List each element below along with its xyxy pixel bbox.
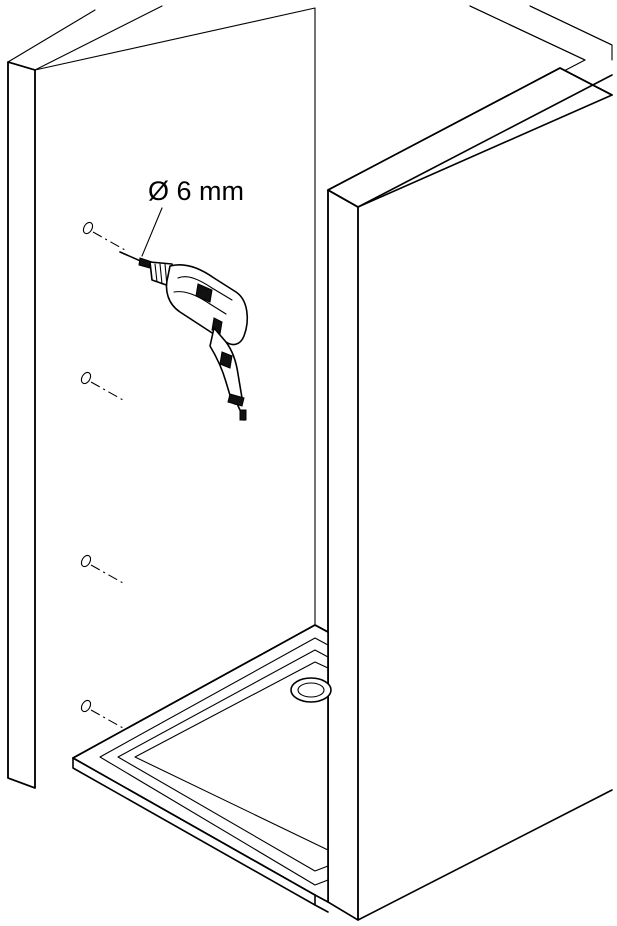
hole-marker-icon xyxy=(82,221,126,251)
left-wall-side-face xyxy=(7,61,36,789)
drill-vent xyxy=(195,283,213,303)
drill-diameter-label: Ø 6 mm xyxy=(148,176,244,206)
drain-outer xyxy=(290,677,332,703)
drill-body xyxy=(165,263,249,346)
ceiling-panel-outer xyxy=(529,5,613,61)
hole-marker-icon xyxy=(80,699,124,729)
drain-inner xyxy=(297,682,325,698)
right-wall-top-face xyxy=(327,67,613,208)
leader-line xyxy=(141,207,163,257)
back-wall-top xyxy=(34,7,316,71)
drill-holes xyxy=(80,221,126,729)
ceiling-edge-left xyxy=(7,9,96,63)
hole-marker-icon xyxy=(80,371,124,401)
ceiling-edge-left-inner xyxy=(34,5,163,71)
diameter-annotation: Ø 6 mm xyxy=(141,176,244,257)
hole-marker-icon xyxy=(80,554,124,584)
shower-tray xyxy=(72,624,332,913)
drain-icon xyxy=(290,677,332,703)
drill-cord-guard xyxy=(239,409,247,421)
tray-basin-inner xyxy=(134,661,329,851)
drill-handle-base xyxy=(227,393,245,407)
tray-top-front-line xyxy=(72,757,316,896)
right-wall-top-back xyxy=(327,67,613,191)
left-wall-outline xyxy=(7,61,36,789)
right-wall-top-inner xyxy=(357,74,613,208)
right-wall-edge-face xyxy=(327,189,359,921)
tray-back-edge xyxy=(72,624,329,759)
left-wall xyxy=(7,7,316,789)
drill-trigger xyxy=(219,351,233,369)
right-wall xyxy=(327,67,613,921)
drill-icon xyxy=(119,251,249,421)
right-wall-bottom xyxy=(357,789,613,921)
tray-front-edge xyxy=(72,757,316,906)
tray-front-corner xyxy=(314,904,329,913)
